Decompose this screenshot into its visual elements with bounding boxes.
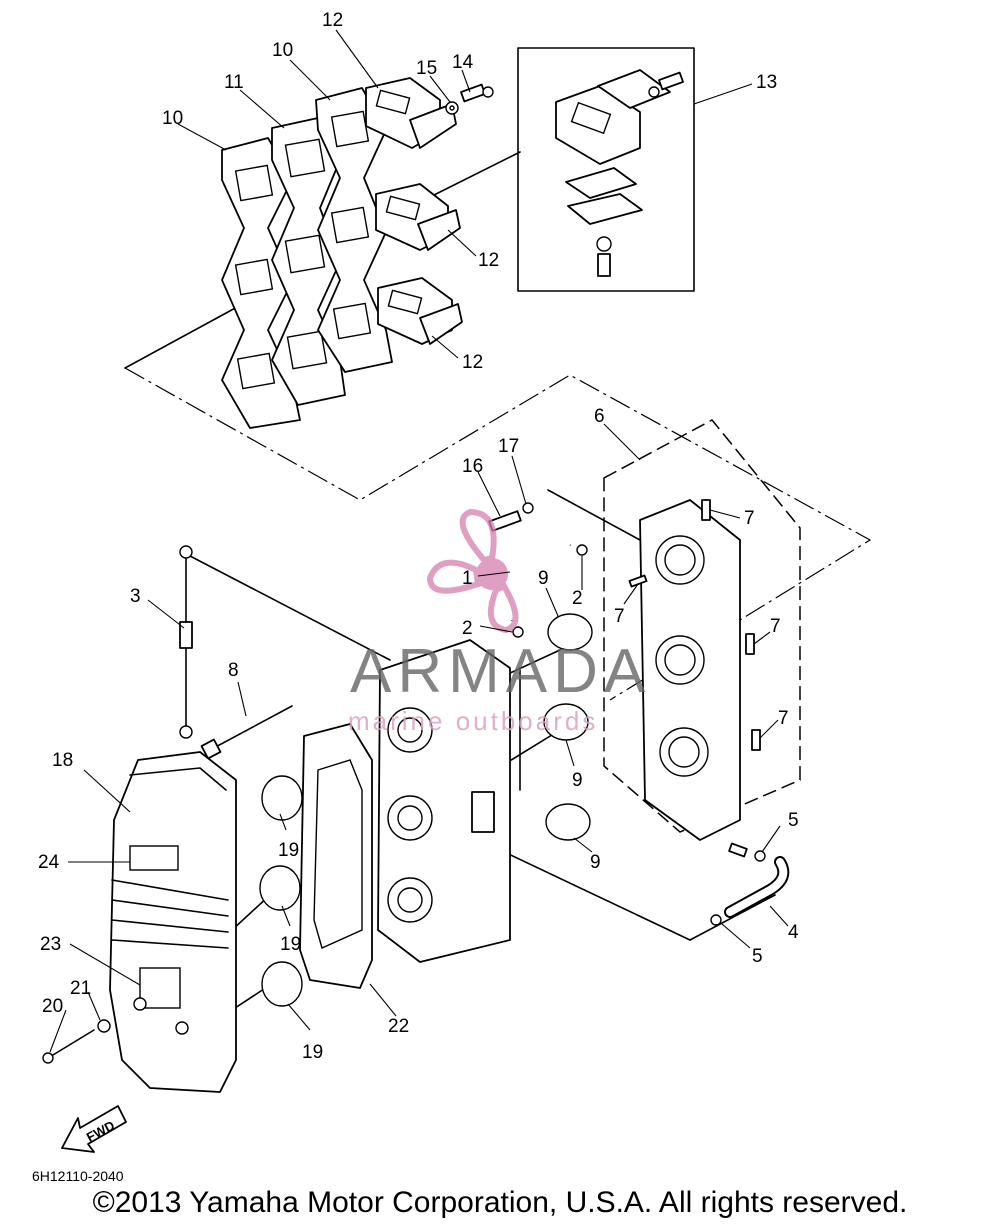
watermark-name: ARMADA bbox=[350, 637, 651, 706]
watermark-tagline: marine outboards bbox=[348, 706, 598, 736]
callout-6: 6 bbox=[594, 406, 605, 427]
callout-10-rear: 10 bbox=[272, 40, 293, 61]
callout-19-a: 19 bbox=[278, 840, 299, 861]
reed-valve-12-top bbox=[365, 77, 457, 149]
assembly-lines bbox=[124, 151, 872, 1011]
clip-2 bbox=[512, 544, 588, 638]
gasket-10-rear bbox=[315, 87, 393, 373]
o-ring-9 bbox=[543, 613, 593, 841]
reed-valve-12-middle bbox=[375, 183, 461, 251]
bolt-20 bbox=[42, 1029, 95, 1064]
callout-20: 20 bbox=[42, 996, 63, 1017]
studs-7 bbox=[628, 499, 761, 751]
fwd-label: FWD bbox=[84, 1118, 117, 1145]
gasket-11 bbox=[271, 117, 346, 406]
copyright-notice: ©2013 Yamaha Motor Corporation, U.S.A. A… bbox=[92, 1186, 908, 1219]
callout-4: 4 bbox=[788, 922, 799, 943]
callout-7-a: 7 bbox=[744, 508, 755, 529]
link-rod-3 bbox=[179, 545, 193, 739]
hose-4 bbox=[724, 856, 790, 918]
intake-manifold-group bbox=[603, 419, 801, 841]
callout-5-b: 5 bbox=[752, 946, 763, 967]
callout-17: 17 bbox=[498, 436, 519, 457]
callout-14: 14 bbox=[452, 52, 474, 73]
gasket-10-front bbox=[221, 137, 301, 429]
callout-12-middle: 12 bbox=[478, 250, 499, 271]
callout-2-a: 2 bbox=[572, 588, 583, 609]
callout-11: 11 bbox=[224, 72, 244, 93]
washer-15 bbox=[445, 101, 459, 115]
callout-7-c: 7 bbox=[770, 616, 781, 637]
callout-9-c: 9 bbox=[590, 852, 601, 873]
callout-19-b: 19 bbox=[280, 934, 301, 955]
hose-1 bbox=[509, 531, 572, 621]
armada-watermark: ARMADA marine outboards bbox=[348, 508, 651, 736]
reed-valve-12-bottom bbox=[377, 277, 463, 345]
callout-15: 15 bbox=[416, 58, 437, 79]
callout-labels: 12 10 15 14 11 13 10 12 12 6 17 16 7 1 9… bbox=[38, 10, 799, 1063]
bolt-8 bbox=[200, 705, 293, 760]
washer-21 bbox=[97, 1019, 111, 1033]
gasket-22 bbox=[299, 723, 373, 989]
callout-8: 8 bbox=[228, 660, 239, 681]
callout-9-a: 9 bbox=[538, 568, 549, 589]
callout-5-a: 5 bbox=[788, 810, 799, 831]
callout-22: 22 bbox=[388, 1016, 409, 1037]
callout-23: 23 bbox=[40, 934, 61, 955]
callout-16: 16 bbox=[462, 456, 483, 477]
o-ring-19 bbox=[259, 775, 303, 1007]
callout-13: 13 bbox=[756, 72, 777, 93]
callout-12-top: 12 bbox=[322, 10, 343, 31]
callout-3: 3 bbox=[130, 586, 141, 607]
callout-7-b: 7 bbox=[614, 606, 625, 627]
carburetor-assembly bbox=[377, 639, 511, 963]
callout-2-b: 2 bbox=[462, 618, 473, 639]
callout-21: 21 bbox=[70, 978, 91, 999]
callout-7-d: 7 bbox=[778, 708, 789, 729]
screw-14 bbox=[460, 83, 494, 103]
reed-valve-inset bbox=[517, 47, 695, 292]
propeller-logo-icon bbox=[426, 508, 519, 634]
callout-24: 24 bbox=[38, 852, 60, 873]
callout-1: 1 bbox=[462, 568, 473, 589]
fwd-arrow: FWD bbox=[61, 1105, 127, 1153]
diagram-code: 6H12110-2040 bbox=[32, 1168, 124, 1184]
callout-leaders bbox=[49, 29, 789, 1053]
callout-19-c: 19 bbox=[302, 1042, 323, 1063]
intake-silencer-18 bbox=[109, 751, 237, 1093]
callout-9-b: 9 bbox=[572, 770, 583, 791]
callout-12-bottom: 12 bbox=[462, 352, 483, 373]
callout-18: 18 bbox=[52, 750, 73, 771]
callout-10-front: 10 bbox=[162, 108, 183, 129]
clip-5 bbox=[710, 842, 766, 926]
washer-17 bbox=[522, 502, 534, 514]
